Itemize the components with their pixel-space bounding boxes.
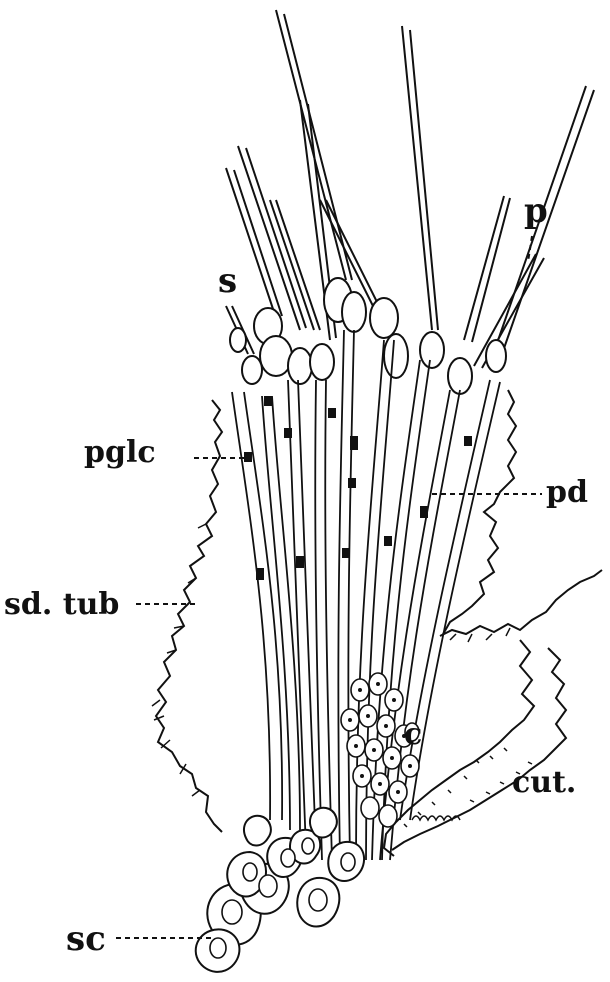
- bristle-2: [237, 145, 307, 331]
- socket-cell: [241, 355, 263, 385]
- right-tissue-outline-outer: [391, 647, 568, 851]
- socket-cell: [447, 357, 473, 395]
- socket-cell: [383, 333, 409, 379]
- bristle-3: [275, 9, 353, 281]
- socket-cell: [229, 327, 247, 353]
- right-tissue-outline-inner: [382, 639, 536, 857]
- cuticle-stipple: [403, 627, 533, 828]
- bristles: [225, 9, 595, 369]
- fibre-nuclei: [244, 396, 472, 580]
- socket-cell: [287, 347, 313, 385]
- left-tissue-fringe: [151, 523, 207, 797]
- socket-cells: [229, 277, 507, 395]
- bristle-8: [493, 85, 595, 355]
- bristle-6: [401, 25, 439, 331]
- socket-cell: [369, 297, 399, 339]
- left-tissue-outline: [154, 399, 224, 833]
- socket-cell: [419, 331, 445, 369]
- label-p: p: [524, 191, 548, 231]
- sense-cell-nuclei: [209, 837, 356, 959]
- right-tissue-outline-upper: [441, 389, 518, 637]
- cuticle-scallops: [411, 815, 461, 822]
- leader-lines: [116, 235, 542, 939]
- bristle-1: [225, 167, 283, 319]
- label-pglc: pglc: [84, 435, 156, 470]
- cell-cluster-nuclei: [348, 682, 412, 794]
- socket-cell: [341, 291, 367, 333]
- socket-cell: [309, 343, 335, 381]
- label-c: c: [404, 717, 422, 752]
- label-cut: cut.: [512, 765, 576, 800]
- socket-cell: [485, 339, 507, 373]
- leader-line-p: [527, 235, 533, 263]
- bristle-5: [269, 199, 321, 331]
- socket-cell: [259, 335, 293, 377]
- label-sc: sc: [66, 919, 106, 959]
- bristle-10: [319, 199, 387, 321]
- label-pd: pd: [546, 475, 588, 510]
- right-tissue-outline-lower: [439, 569, 603, 637]
- label-sd-tub: sd. tub: [4, 587, 119, 622]
- label-s: s: [218, 261, 237, 301]
- bristle-7: [463, 195, 511, 343]
